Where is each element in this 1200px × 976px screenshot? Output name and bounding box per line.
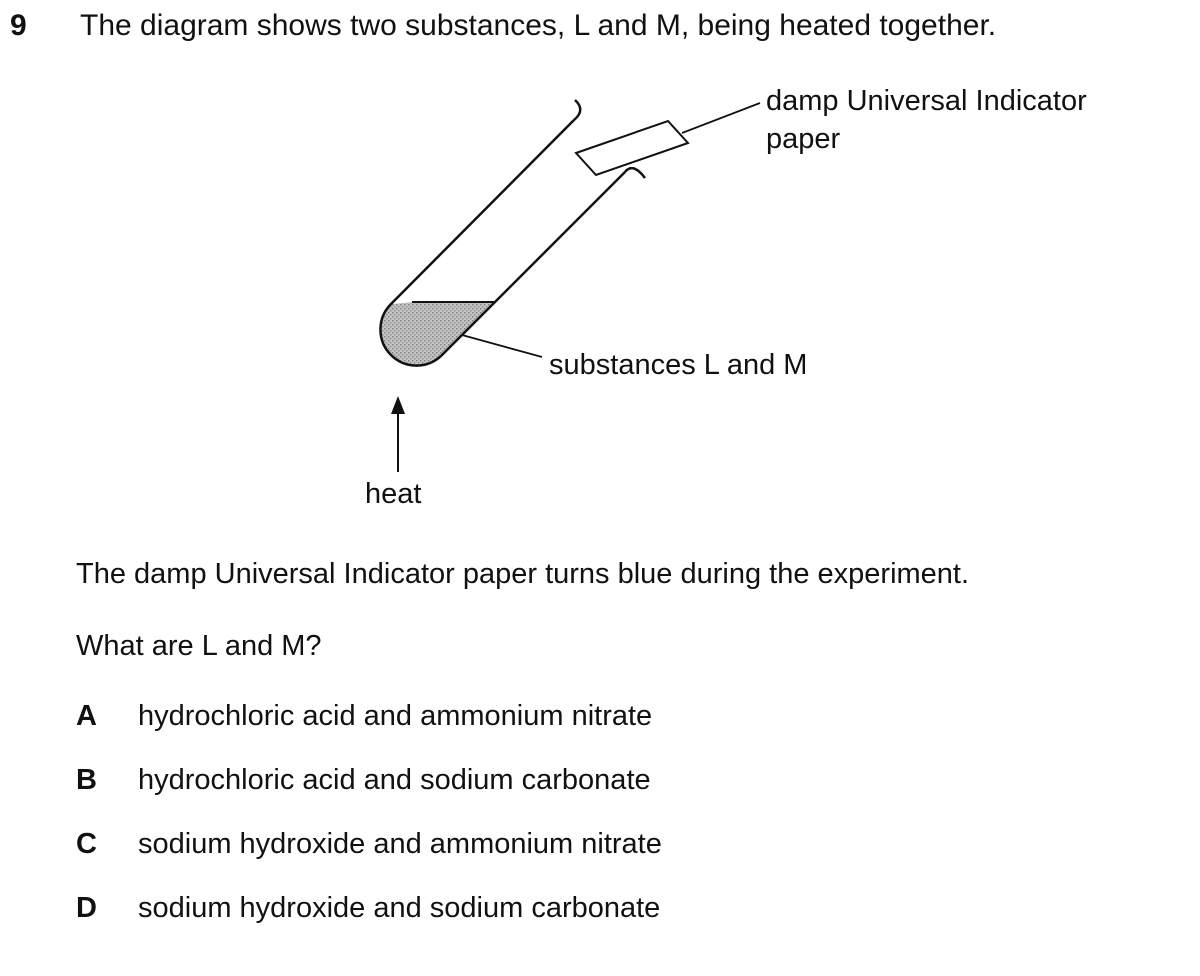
paper-label-line <box>681 102 761 134</box>
option-letter: C <box>76 828 97 860</box>
test-tube-diagram: damp Universal Indicator paper substance… <box>365 85 1087 510</box>
label-indicator-paper-line2: paper <box>766 123 841 155</box>
question-number: 9 <box>10 9 27 42</box>
heat-arrow-head <box>391 396 405 414</box>
observation-text: The damp Universal Indicator paper turns… <box>76 558 970 590</box>
label-substances: substances L and M <box>549 349 807 381</box>
option-text: hydrochloric acid and ammonium nitrate <box>138 700 653 732</box>
answer-options: A hydrochloric acid and ammonium nitrate… <box>76 698 662 954</box>
option-letter: B <box>76 764 97 796</box>
option-text: hydrochloric acid and sodium carbonate <box>138 764 651 796</box>
test-tube-lip-right <box>624 166 646 179</box>
option-letter: A <box>76 700 97 732</box>
test-tube-lip-left <box>573 99 582 121</box>
option-letter: D <box>76 892 97 924</box>
label-heat: heat <box>365 478 421 510</box>
option-text: sodium hydroxide and ammonium nitrate <box>138 828 662 860</box>
option-text: sodium hydroxide and sodium carbonate <box>138 892 661 924</box>
option-b[interactable]: B hydrochloric acid and sodium carbonate <box>76 762 662 826</box>
option-a[interactable]: A hydrochloric acid and ammonium nitrate <box>76 698 662 762</box>
question-prompt: What are L and M? <box>76 630 322 662</box>
question-stem: The diagram shows two substances, L and … <box>80 9 997 42</box>
option-d[interactable]: D sodium hydroxide and sodium carbonate <box>76 890 662 954</box>
label-indicator-paper-line1: damp Universal Indicator <box>766 85 1087 117</box>
substances-label-line <box>461 334 543 358</box>
indicator-paper <box>574 119 690 177</box>
option-c[interactable]: C sodium hydroxide and ammonium nitrate <box>76 826 662 890</box>
test-tube <box>379 119 626 367</box>
substances-fill <box>380 302 494 366</box>
